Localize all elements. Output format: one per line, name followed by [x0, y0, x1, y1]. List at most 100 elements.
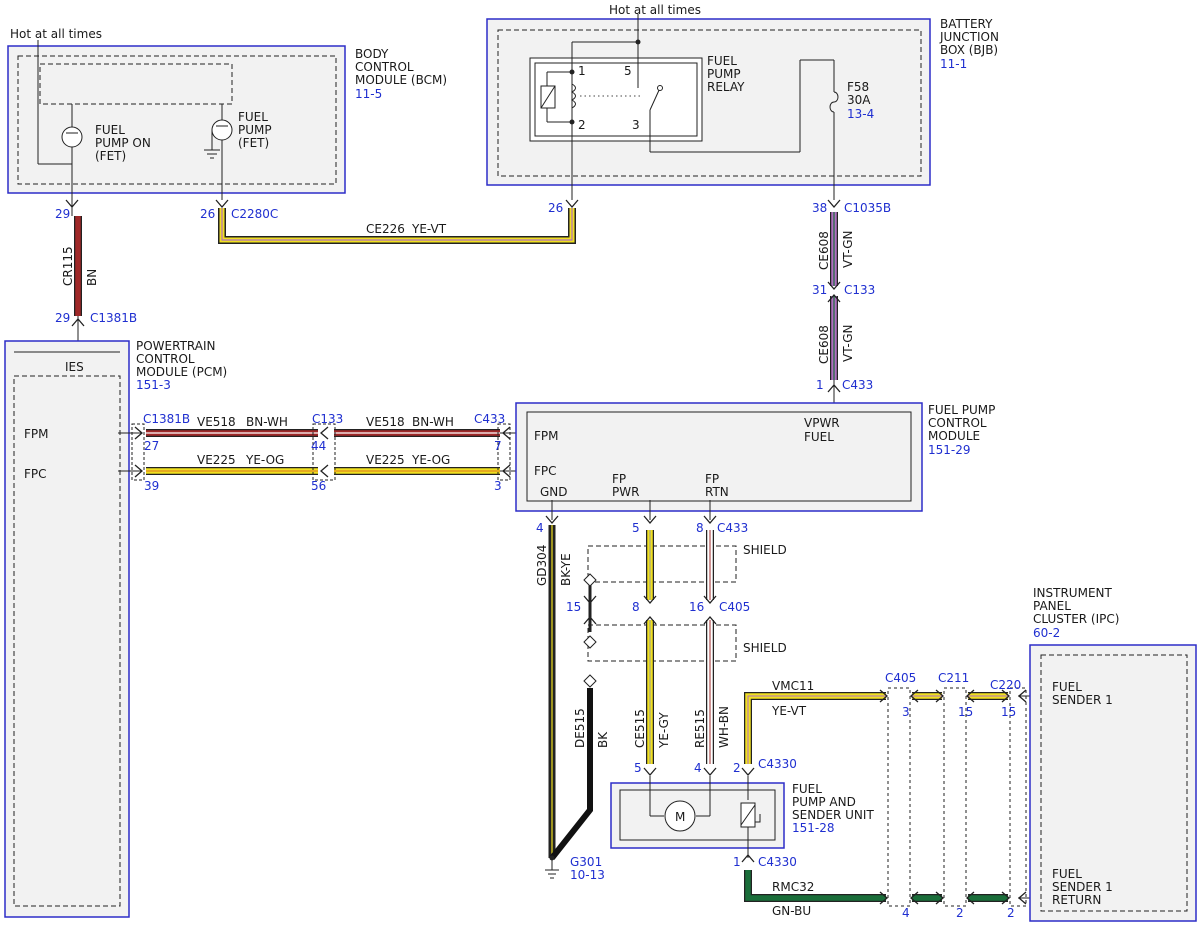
c4330-pin-4: 4: [694, 761, 702, 775]
ipc-title-line1: INSTRUMENT: [1033, 586, 1112, 600]
ground-ref[interactable]: 10-13: [570, 868, 605, 882]
ground-name[interactable]: G301: [570, 855, 602, 869]
fpcm-fp-pwr-line2: PWR: [612, 485, 639, 499]
ve518-color-left: BN-WH: [246, 415, 288, 429]
c220-connector-label[interactable]: C220: [990, 678, 1021, 692]
pcm-pin-27: 27: [144, 439, 159, 453]
ipc-title-line3: CLUSTER (IPC): [1033, 612, 1119, 626]
fpcm-pin-5: 5: [632, 521, 640, 535]
c405-connector-right[interactable]: C405: [885, 671, 916, 685]
c4330-connector-top[interactable]: C4330: [758, 757, 797, 771]
fuse-rating: 30A: [847, 93, 871, 107]
pcm-pin-39: 39: [144, 479, 159, 493]
c133-pin-56: 56: [311, 479, 326, 493]
wire-de515: DE515 BK: [549, 688, 610, 860]
bcm-fet2-line1: FUEL: [238, 110, 268, 124]
bjb-title-line1: BATTERY: [940, 17, 993, 31]
bcm-title-line3: MODULE (BCM): [355, 73, 447, 87]
de515-color: BK: [596, 731, 610, 748]
bcm-fet2-line3: (FET): [238, 136, 269, 150]
bjb-pin-26: 26: [548, 201, 563, 215]
bcm-fet1-line3: (FET): [95, 149, 126, 163]
pcm-title-line3: MODULE (PCM): [136, 365, 227, 379]
ipc-return-line3: RETURN: [1052, 893, 1101, 907]
rmc32-color: GN-BU: [772, 904, 811, 918]
fuse-ref[interactable]: 13-4: [847, 107, 874, 121]
hot-at-all-times-top: Hot at all times: [609, 3, 701, 17]
wire-rmc32: RMC32 GN-BU: [741, 854, 1040, 918]
ground-g301: G301 10-13: [545, 855, 605, 882]
bcm-connector-c2280c[interactable]: C2280C: [231, 207, 278, 221]
fpcm-module: FPM FPC VPWR FUEL GND FP PWR FP RTN FUEL…: [515, 402, 995, 512]
bcm-fet1-line1: FUEL: [95, 123, 125, 137]
bcm-fet1-line2: PUMP ON: [95, 136, 151, 150]
ipc-title-line2: PANEL: [1033, 599, 1071, 613]
c133-connector-label[interactable]: C133: [844, 283, 875, 297]
ve225-label-left: VE225: [197, 453, 236, 467]
c4330-connector-bottom[interactable]: C4330: [758, 855, 797, 869]
bjb-ref[interactable]: 11-1: [940, 57, 967, 71]
fpcm-connector-bottom[interactable]: C433: [717, 521, 748, 535]
fpcm-vpwr: VPWR: [804, 416, 840, 430]
pcm-connector-top[interactable]: C1381B: [90, 311, 137, 325]
ve518-color-right: BN-WH: [412, 415, 454, 429]
pump-unit-title-line1: FUEL: [792, 782, 822, 796]
hot-at-all-times-left: Hot at all times: [10, 27, 102, 41]
c133-connector-side[interactable]: C133: [312, 412, 343, 426]
fpcm-title-line2: CONTROL: [928, 416, 987, 430]
pcm-title-line2: CONTROL: [136, 352, 195, 366]
bcm-pin-26: 26: [200, 207, 215, 221]
wire-ce226: CE226 YE-VT: [218, 208, 576, 244]
de515-label: DE515: [573, 708, 587, 748]
fpcm-ref[interactable]: 151-29: [928, 443, 971, 457]
ve225-color-right: YE-OG: [411, 453, 450, 467]
c211-pin-2: 2: [956, 906, 964, 920]
c405-connector-label[interactable]: C405: [719, 600, 750, 614]
fpcm-fpm: FPM: [534, 429, 559, 443]
ve518-label-left: VE518: [197, 415, 236, 429]
fpcm-pin-7: 7: [494, 439, 502, 453]
fpcm-fpc: FPC: [534, 464, 557, 478]
pump-unit-ref[interactable]: 151-28: [792, 821, 835, 835]
fpcm-connector-side[interactable]: C433: [474, 412, 505, 426]
bjb-title-line3: BOX (BJB): [940, 43, 998, 57]
vmc11-color: YE-VT: [771, 704, 807, 718]
gd304-color: BK-YE: [559, 553, 573, 586]
ipc-return-line2: SENDER 1: [1052, 880, 1113, 894]
fpcm-pin-3: 3: [494, 479, 502, 493]
pcm-ies: IES: [65, 360, 84, 374]
ipc-ref[interactable]: 60-2: [1033, 626, 1060, 640]
bcm-pin-arrows: 29 26 C2280C 26: [55, 195, 579, 221]
fpcm-title-line3: MODULE: [928, 429, 980, 443]
shield-label-lower: SHIELD: [743, 641, 787, 655]
pcm-ref[interactable]: 151-3: [136, 378, 171, 392]
relay-pin-3: 3: [632, 118, 640, 132]
relay-label-line3: RELAY: [707, 80, 745, 94]
c220-pin-2: 2: [1007, 906, 1015, 920]
c4330-pin-5: 5: [634, 761, 642, 775]
c405-pin-8: 8: [632, 600, 640, 614]
ve518-label-right: VE518: [366, 415, 405, 429]
wire-ce608: CE608 VT-GN CE608 VT-GN 38 C1035B 31 C13…: [812, 199, 891, 410]
ce608-label-lower: CE608: [817, 325, 831, 364]
ce226-label: CE226: [366, 222, 405, 236]
fpcm-connector-top[interactable]: C433: [842, 378, 873, 392]
fpcm-pin-8: 8: [696, 521, 704, 535]
fpcm-title-line1: FUEL PUMP: [928, 403, 995, 417]
ipc-sender1-line2: SENDER 1: [1052, 693, 1113, 707]
ve225-label-right: VE225: [366, 453, 405, 467]
c405-pin-4: 4: [902, 906, 910, 920]
fpcm-pin-1: 1: [816, 378, 824, 392]
bjb-connector-c1035b[interactable]: C1035B: [844, 201, 891, 215]
c4330-pin-1: 1: [733, 855, 741, 869]
c405-pin-15: 15: [566, 600, 581, 614]
pcm-connector-side[interactable]: C1381B: [143, 412, 190, 426]
c405-pin-3: 3: [902, 705, 910, 719]
relay-label-line1: FUEL: [707, 54, 737, 68]
bcm-title-line2: CONTROL: [355, 60, 414, 74]
c133-pin-44: 44: [311, 439, 326, 453]
c211-connector-label[interactable]: C211: [938, 671, 969, 685]
c211-pin-15: 15: [958, 705, 973, 719]
bcm-ref[interactable]: 11-5: [355, 87, 382, 101]
